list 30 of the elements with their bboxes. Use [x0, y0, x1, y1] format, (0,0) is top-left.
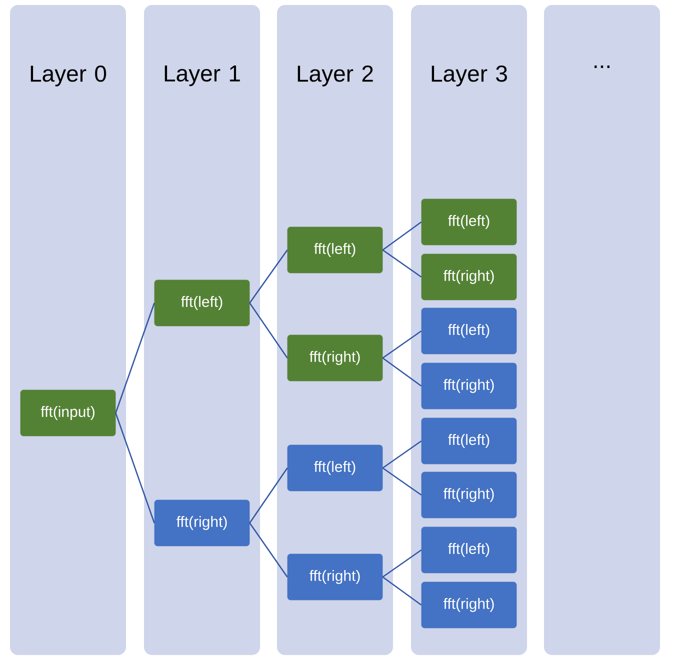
connector-line	[382, 467, 422, 496]
connector-line	[249, 522, 288, 578]
connector-line	[115, 412, 155, 524]
connector-line	[382, 576, 422, 606]
function-box: fft(input)	[20, 390, 116, 436]
connector-line	[382, 249, 422, 278]
function-box: fft(left)	[287, 444, 383, 492]
connector-line	[115, 302, 155, 414]
connector-line	[382, 221, 422, 251]
function-box: fft(left)	[154, 280, 250, 326]
function-box: fft(right)	[287, 554, 383, 600]
connector-line	[249, 250, 288, 304]
function-box: fft(left)	[421, 198, 517, 246]
function-box: fft(left)	[287, 226, 383, 274]
connector-line	[382, 549, 422, 578]
connector-line	[382, 440, 422, 469]
function-box: fft(right)	[154, 500, 250, 546]
function-box: fft(right)	[287, 334, 383, 382]
connector-line	[382, 357, 422, 387]
function-box: fft(left)	[421, 308, 517, 354]
layer-column: ...	[544, 4, 660, 655]
function-box: fft(right)	[421, 472, 517, 518]
function-box: fft(left)	[421, 526, 517, 574]
function-box: fft(right)	[421, 582, 517, 628]
function-box: fft(right)	[421, 254, 517, 300]
connector-line	[249, 302, 288, 358]
connector-line	[382, 330, 422, 359]
connector-line	[249, 468, 288, 524]
function-box: fft(right)	[421, 362, 517, 410]
function-box: fft(left)	[421, 418, 517, 464]
